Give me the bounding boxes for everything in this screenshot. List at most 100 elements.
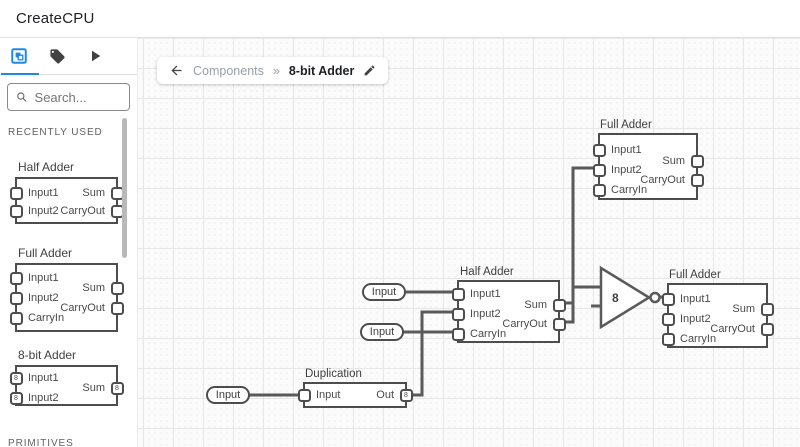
port-label: Input2 [470,307,501,320]
port-label: CarryOut [60,301,105,314]
port-label: Input2 [680,312,711,325]
port-label: Sum [82,186,105,199]
port-label: Input1 [28,186,59,199]
section-recently-used: RECENTLY USED [8,127,103,138]
port-label: Input1 [28,271,59,284]
edit-name-button[interactable] [363,64,376,77]
buffer-gate[interactable] [599,265,652,330]
port-label: CarryIn [680,332,717,345]
port-input2[interactable] [592,163,606,177]
block-title: Half Adder [460,266,514,278]
block-title: Duplication [305,368,362,380]
components-icon [11,48,27,64]
wire[interactable] [407,310,457,397]
port-label: Sum [82,381,105,394]
port-input2[interactable] [9,291,23,305]
gate-bus-width: 8 [612,291,619,305]
breadcrumb-parent[interactable]: Components [193,63,264,78]
port-label: CarryOut [710,322,755,335]
circuit-canvas[interactable]: 8 Components » 8-bit Adder Full Adder [138,38,800,447]
port-carryin[interactable] [9,311,23,325]
port-label: Sum [662,154,685,167]
port-label: Sum [82,281,105,294]
port-input2[interactable] [9,204,23,218]
wire-layer: 8 [249,166,667,397]
sidebar-scrollbar[interactable] [122,118,127,258]
port-label: Input2 [28,204,59,217]
port-sum[interactable] [110,281,124,295]
tab-components[interactable] [0,38,39,75]
port-input2[interactable] [451,307,465,321]
port-label: Sum [732,302,755,315]
port-label: Input1 [611,143,642,156]
port-label: Input [316,388,341,401]
block-half-adder[interactable]: Input1 Input2 CarryIn Sum CarryOut [451,280,566,343]
port-label: Input1 [680,292,711,305]
port-sum[interactable]: 8 [110,381,124,395]
component-sidebar: RECENTLY USED Half Adder Input1 Input2 S… [0,38,138,447]
arrow-left-icon [171,65,182,76]
port-label: Input2 [28,391,59,404]
port-input1[interactable] [592,143,606,157]
block-full-adder-top[interactable]: Input1 Input2 CarryIn Sum CarryOut [592,133,704,200]
port-input1[interactable] [661,292,675,306]
search-input[interactable] [34,89,121,105]
breadcrumb: Components » 8-bit Adder [157,57,389,84]
tab-run[interactable] [76,38,114,74]
block-full-adder-right[interactable]: Input1 Input2 CarryIn Sum CarryOut [661,283,774,348]
port-label: CarryIn [28,311,65,324]
wire[interactable] [560,285,601,324]
component-name: Half Adder [18,160,75,174]
app-header: CreateCPU [0,0,800,38]
port-input2[interactable] [661,312,675,326]
port-input1[interactable] [9,186,23,200]
port-input1[interactable] [9,271,23,285]
gate-bubble-icon [649,291,661,304]
port-label: CarryIn [611,183,648,196]
port-label: Out [376,388,394,401]
port-carryout[interactable] [760,322,774,336]
port-input1[interactable] [451,287,465,301]
port-sum[interactable] [690,154,704,168]
port-input2[interactable]: 8 [9,391,23,405]
input-pin[interactable]: Input [360,323,404,341]
section-primitives: PRIMITIVES [8,438,74,447]
port-input1[interactable]: 8 [9,371,23,385]
port-label: Input2 [28,291,59,304]
tab-tags[interactable] [38,38,76,74]
port-label: Input2 [611,163,642,176]
port-out[interactable]: 8 [399,388,413,402]
port-sum[interactable] [760,302,774,316]
block-title: Full Adder [669,269,721,281]
component-name: Full Adder [18,246,73,260]
port-label: Input1 [470,287,501,300]
port-carryout[interactable] [552,317,566,331]
block-duplication[interactable]: 8 Input Out [297,382,413,408]
port-carryin[interactable] [592,183,606,197]
wire[interactable] [560,166,598,305]
breadcrumb-separator: » [272,63,280,78]
port-carryout[interactable] [690,173,704,187]
search-icon [17,92,27,102]
port-sum[interactable] [552,298,566,312]
port-label: CarryIn [470,327,507,340]
component-name: 8-bit Adder [18,348,77,362]
block-title: Full Adder [600,119,652,131]
component-preview-half-adder[interactable]: Input1 Input2 Sum CarryOut [9,177,124,224]
input-pin[interactable]: Input [206,386,250,404]
component-preview-full-adder[interactable]: Input1 Input2 CarryIn Sum CarryOut [9,263,124,332]
search-box[interactable] [7,83,130,111]
port-carryin[interactable] [451,327,465,341]
port-label: CarryOut [640,173,685,186]
back-button[interactable] [169,63,184,78]
component-preview-8bit-adder[interactable]: 8 8 8 Input1 Input2 Sum [9,365,124,406]
port-carryout[interactable] [110,301,124,315]
app-title: CreateCPU [16,10,95,27]
breadcrumb-current: 8-bit Adder [288,63,355,78]
port-carryin[interactable] [661,332,675,346]
port-label: CarryOut [60,204,105,217]
port-input[interactable] [297,388,311,402]
port-label: Sum [524,298,547,311]
play-icon [92,50,101,62]
input-pin[interactable]: Input [362,283,406,301]
